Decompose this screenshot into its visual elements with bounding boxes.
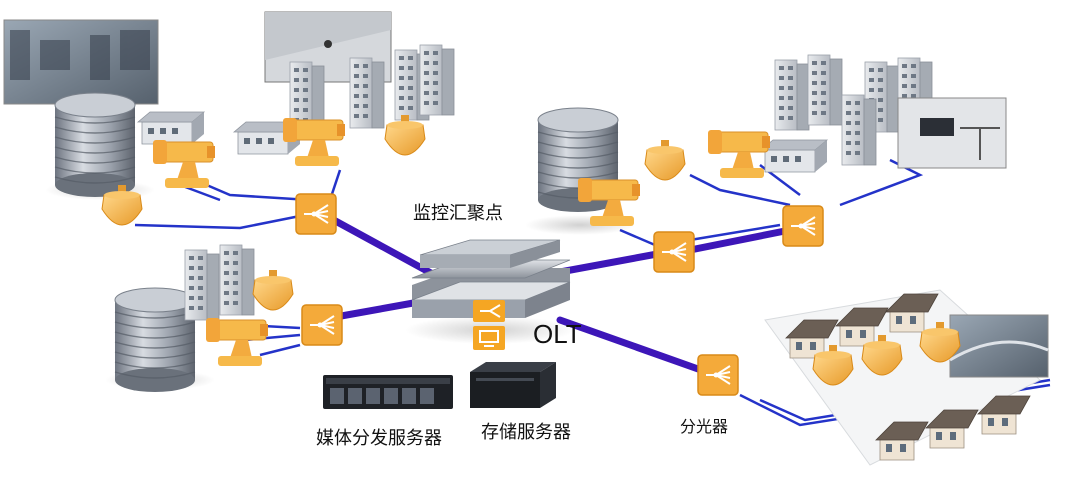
- camera-bullet: [282, 117, 346, 167]
- storage-server-hardware: [470, 362, 556, 408]
- signal-arrows-icon: [473, 300, 505, 322]
- camera-bullet: [152, 139, 216, 189]
- camera-bullet: [707, 129, 771, 179]
- camera-dome: [252, 269, 294, 311]
- cluster-top-right: [525, 54, 1007, 273]
- camera-dome: [644, 139, 686, 181]
- splitter-label: 分光器: [680, 417, 729, 436]
- splitter-top-left: [295, 193, 337, 235]
- splitter-top-right-a: [653, 231, 695, 273]
- media-server-label: 媒体分发服务器: [316, 428, 442, 449]
- camera-bullet: [205, 317, 269, 367]
- splitter-top-right-b: [782, 205, 824, 247]
- olt-label: OLT: [533, 319, 582, 349]
- media-server-hardware: [323, 375, 453, 409]
- splitter-left: [301, 304, 343, 346]
- camera-dome: [384, 114, 426, 156]
- monitoring-hub-label: 监控汇聚点: [413, 203, 503, 224]
- splitter-bottom-right: [697, 354, 739, 396]
- cluster-top-left: [3, 11, 455, 235]
- monitor-icon: [473, 326, 505, 350]
- storage-server-label: 存储服务器: [481, 422, 571, 443]
- cluster-bottom-right: [697, 289, 1049, 466]
- cluster-left: [105, 244, 343, 393]
